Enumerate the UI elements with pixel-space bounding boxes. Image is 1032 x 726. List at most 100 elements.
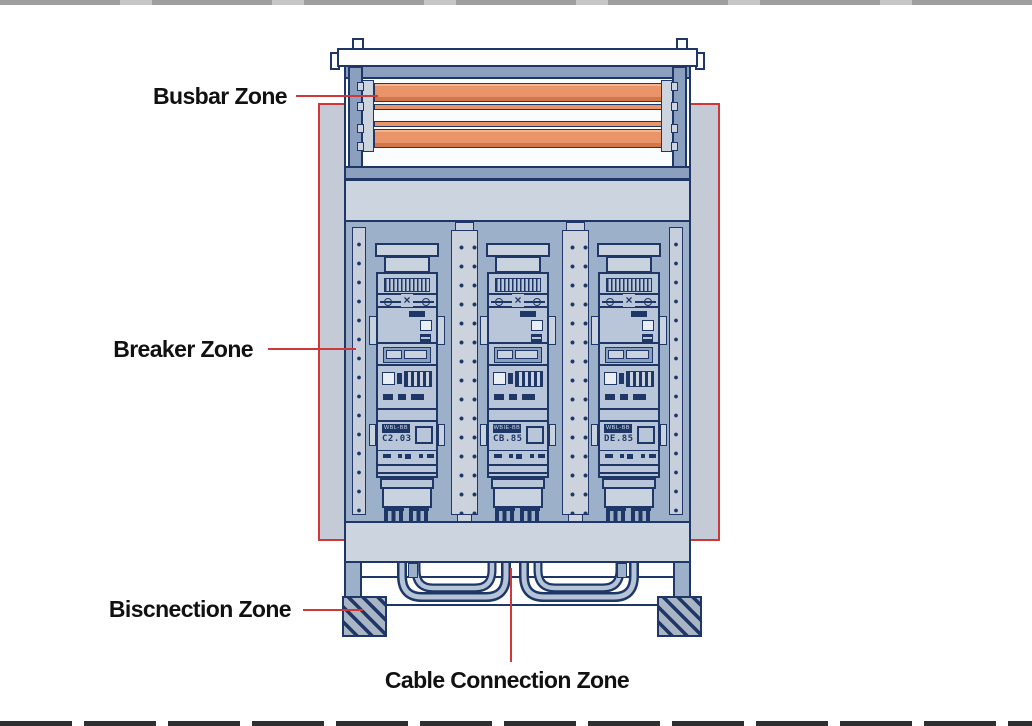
display-band (489, 342, 547, 364)
marks-strip (600, 450, 658, 460)
dip-switch-block (404, 371, 432, 387)
perforated-post (562, 230, 589, 515)
display-pane (497, 350, 513, 359)
breaker-handle (660, 424, 667, 446)
breaker-body: × WBIE-BB CB.85 (487, 272, 549, 478)
perforated-edge-strip-right (669, 227, 683, 515)
support-tab (357, 82, 364, 91)
terminal-block (633, 394, 646, 400)
mark (620, 454, 624, 458)
breaker-vent-grille (606, 278, 652, 292)
connector-pins (606, 507, 626, 521)
support-tab (357, 142, 364, 151)
button-window (493, 372, 506, 385)
nameplate-chip: WBL-BB (382, 424, 410, 433)
terminal-block (494, 394, 504, 400)
breaker-code: C2.03 (382, 434, 412, 444)
cable-zone-label: Cable Connection Zone (384, 667, 630, 693)
breaker-symbol-band: × (600, 293, 658, 308)
breaker-symbol-band: × (378, 293, 436, 308)
busbar-support-right (661, 80, 673, 152)
connector-pins (384, 507, 404, 521)
busbar (374, 129, 662, 148)
seam-line (600, 472, 658, 474)
component-band (489, 364, 547, 408)
plinth-tab (617, 563, 627, 578)
spacer-band (489, 408, 547, 422)
rating-chip (520, 311, 536, 317)
button-window (604, 372, 617, 385)
terminal-block (620, 394, 628, 400)
contact-circle-icon (422, 297, 430, 306)
seam-line (600, 464, 658, 466)
contact-circle-icon (495, 297, 503, 306)
breaker-base (382, 487, 432, 508)
seam-line (489, 464, 547, 466)
mark (516, 454, 522, 459)
breaker-code: DE.85 (604, 434, 634, 444)
leg-right (673, 561, 691, 600)
connector-pins (409, 507, 429, 521)
spacer-band (600, 408, 658, 422)
spacer-band (378, 408, 436, 422)
vent-slot (642, 334, 653, 342)
support-tab (671, 124, 678, 133)
label-window (637, 426, 655, 444)
perforated-post (451, 230, 478, 515)
marks-strip (378, 450, 436, 460)
component-band (600, 364, 658, 408)
breaker-handle (548, 316, 556, 345)
base-pan-line (362, 576, 673, 578)
breaker-unit: × WBL-BB DE.85 (591, 243, 667, 521)
mark (419, 454, 423, 458)
breaker-pedestal (495, 256, 541, 273)
breaker-handle (480, 424, 487, 446)
breaker-vent-grille (495, 278, 541, 292)
label-band: WBIE-BB CB.85 (489, 422, 547, 450)
support-tab (357, 102, 364, 111)
foundation-foot-right (657, 596, 702, 637)
breaker-cap (375, 243, 439, 257)
bottom-edge-artifact (0, 721, 1032, 726)
breaker-code: CB.85 (493, 434, 523, 444)
busbar-clamp-bar (374, 121, 662, 127)
leg-left (344, 561, 362, 600)
display-band (378, 342, 436, 364)
terminal-block (398, 394, 406, 400)
mark (494, 454, 502, 458)
label-band: WBL-BB C2.03 (378, 422, 436, 450)
mark (649, 454, 656, 458)
breaker-handle (591, 424, 598, 446)
busbar-compartment-floor (344, 166, 691, 180)
seam-line (378, 472, 436, 474)
dip-switch-block (515, 371, 543, 387)
display-pane (608, 350, 624, 359)
indicator-window (642, 320, 654, 331)
support-tab (357, 124, 364, 133)
rating-chip (409, 311, 425, 317)
mark (627, 454, 633, 459)
nameplate-chip: WBIE-BB (493, 424, 521, 433)
indicator-window (531, 320, 543, 331)
disconnection-zone-label: Biscnection Zone (108, 596, 292, 622)
divider-shelf (344, 179, 691, 222)
breaker-base (493, 487, 543, 508)
nameplate-chip: WBL-BB (604, 424, 632, 433)
terminal-block (411, 394, 424, 400)
rating-chip (631, 311, 647, 317)
breaker-handle (659, 316, 667, 345)
display-pane (386, 350, 402, 359)
label-window (526, 426, 544, 444)
top-edge-artifact (0, 0, 1032, 5)
support-tab (671, 82, 678, 91)
marks-strip (489, 450, 547, 460)
disconnection-zone-leader-line (303, 609, 363, 611)
breaker-symbol-band: × (489, 293, 547, 308)
label-band: WBL-BB DE.85 (600, 422, 658, 450)
dip-switch-block (626, 371, 654, 387)
seam-line (489, 472, 547, 474)
busbar-support-left (362, 80, 374, 152)
connector-pins (495, 507, 515, 521)
breaker-zone-label: Breaker Zone (113, 336, 253, 362)
